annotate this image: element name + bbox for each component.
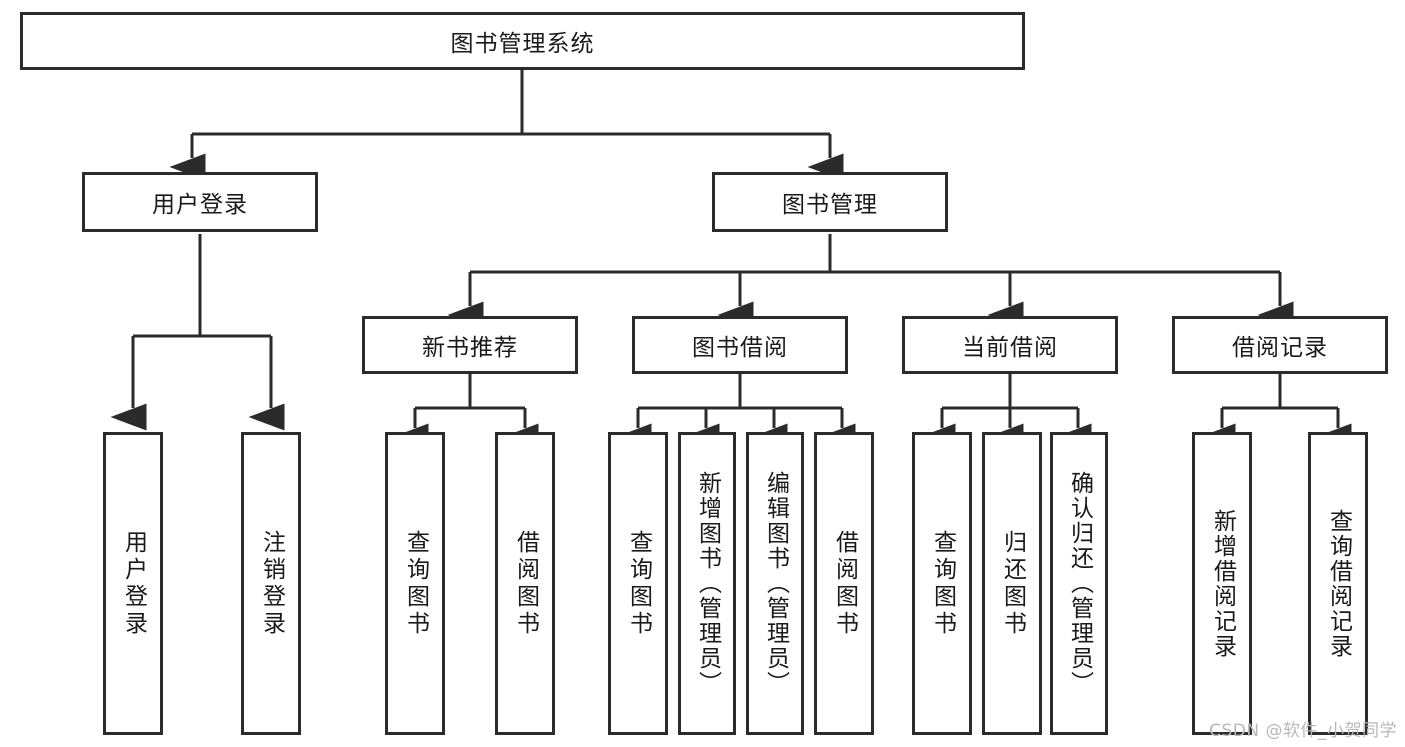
node-label: 新增图书（管理员） xyxy=(694,471,721,696)
node-leaf-query-borrow-record[interactable]: 查询借阅记录 xyxy=(1308,432,1368,735)
node-leaf-add-book-admin[interactable]: 新增图书（管理员） xyxy=(678,432,736,735)
node-label: 编辑图书（管理员） xyxy=(762,471,789,696)
node-label: 图书借阅 xyxy=(692,335,788,361)
node-label: 归还图书 xyxy=(999,529,1026,638)
node-label: 查询图书 xyxy=(402,529,429,638)
node-label: 查询图书 xyxy=(929,529,956,638)
node-new-book-recommend[interactable]: 新书推荐 xyxy=(362,316,578,374)
node-book-borrow[interactable]: 图书借阅 xyxy=(632,316,848,374)
node-label: 借阅图书 xyxy=(831,529,858,638)
node-current-borrow[interactable]: 当前借阅 xyxy=(902,316,1118,374)
node-leaf-edit-book-admin[interactable]: 编辑图书（管理员） xyxy=(746,432,804,735)
node-label: 当前借阅 xyxy=(962,335,1058,361)
node-label: 用户登录 xyxy=(152,192,248,218)
node-leaf-borrow-book-recommend[interactable]: 借阅图书 xyxy=(495,432,555,735)
node-label: 注销登录 xyxy=(258,529,285,638)
node-label: 图书管理系统 xyxy=(450,31,595,57)
node-leaf-logout-login[interactable]: 注销登录 xyxy=(241,432,301,735)
node-label: 用户登录 xyxy=(120,529,147,638)
node-leaf-add-borrow-record[interactable]: 新增借阅记录 xyxy=(1192,432,1252,735)
node-label: 借阅图书 xyxy=(512,529,539,638)
node-label: 查询借阅记录 xyxy=(1325,508,1352,659)
node-leaf-user-login[interactable]: 用户登录 xyxy=(103,432,163,735)
node-leaf-query-book-current[interactable]: 查询图书 xyxy=(912,432,972,735)
node-label: 图书管理 xyxy=(782,192,878,218)
node-root-book-management-system[interactable]: 图书管理系统 xyxy=(20,12,1025,70)
node-book-management[interactable]: 图书管理 xyxy=(712,172,948,232)
node-leaf-confirm-return-admin[interactable]: 确认归还（管理员） xyxy=(1050,432,1108,735)
node-borrow-record[interactable]: 借阅记录 xyxy=(1172,316,1388,374)
node-leaf-query-book-recommend[interactable]: 查询图书 xyxy=(385,432,445,735)
node-label: 新增借阅记录 xyxy=(1209,508,1236,659)
node-user-login[interactable]: 用户登录 xyxy=(82,172,318,232)
node-leaf-borrow-book[interactable]: 借阅图书 xyxy=(814,432,874,735)
node-label: 新书推荐 xyxy=(422,335,518,361)
node-leaf-return-book[interactable]: 归还图书 xyxy=(982,432,1042,735)
node-label: 查询图书 xyxy=(625,529,652,638)
node-leaf-query-book-borrow[interactable]: 查询图书 xyxy=(608,432,668,735)
node-label: 确认归还（管理员） xyxy=(1066,471,1093,696)
node-label: 借阅记录 xyxy=(1232,335,1328,361)
